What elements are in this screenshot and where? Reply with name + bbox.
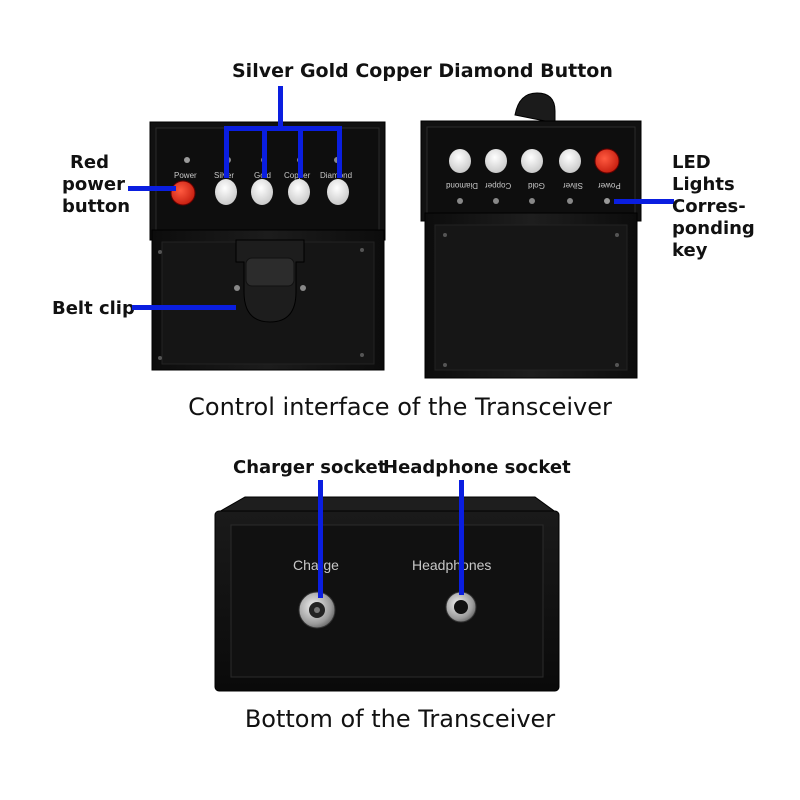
buttons-callout-bracket [224,126,342,131]
headphone-callout-line [459,480,464,595]
left-power-label: Power [174,171,197,180]
headphones-panel-label: Headphones [412,557,492,573]
left-diamond-label: Diamond [320,171,353,180]
led-callout: LED Lights Corres- ponding key [672,152,755,262]
led-line-2: Lights [672,174,735,195]
right-copper-label: Copper [485,181,512,190]
charger-socket-callout: Charger socket [233,457,387,478]
right-diamond-label: Diamond [446,181,479,190]
red-power-line-2: power [62,174,125,195]
transceiver-left-illustration [149,121,386,371]
led-callout-line [614,199,674,204]
bottom-caption: Bottom of the Transceiver [244,705,556,733]
led-line-4: ponding [672,218,755,239]
led-line-3: Corres- [672,196,746,217]
right-silver-label: Silver [563,181,584,190]
charger-callout-line [318,480,323,598]
led-line-1: LED [672,152,711,173]
transceiver-bottom-illustration [214,496,560,692]
belt-clip-callout: Belt clip [52,298,135,319]
right-power-label: Power [598,181,621,190]
belt-clip-callout-line [132,305,236,310]
transceiver-right-illustration [420,92,642,379]
buttons-callout-leg-copper [298,126,303,178]
buttons-callout-leg-silver [224,126,229,178]
buttons-callout-leg-gold [262,126,267,178]
control-interface-caption: Control interface of the Transceiver [188,393,612,421]
charge-panel-label: Charge [293,557,339,573]
red-power-line-3: button [62,196,131,217]
buttons-callout-label: Silver Gold Copper Diamond Button [232,60,613,82]
led-line-5: key [672,240,708,261]
left-copper-label: Copper [284,171,310,180]
right-gold-label: Gold [528,181,545,190]
red-power-callout: Red power button [62,152,130,218]
red-power-callout-line [128,186,176,191]
buttons-callout-leg-diamond [337,126,342,178]
buttons-callout-stem [278,86,283,128]
headphone-socket-callout: Headphone socket [383,457,571,478]
red-power-line-1: Red [70,152,109,173]
